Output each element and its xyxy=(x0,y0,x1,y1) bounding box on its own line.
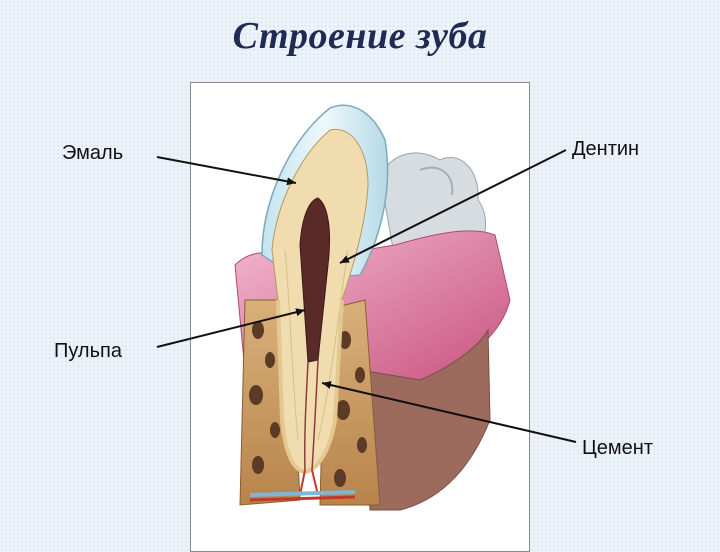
dentin-arrow xyxy=(339,149,567,264)
pulp-arrow xyxy=(156,308,306,348)
pulp-chamber xyxy=(299,197,331,363)
jaw-tissue xyxy=(359,328,491,511)
label-pulp: Пульпа xyxy=(54,340,122,362)
label-cement: Цемент xyxy=(582,437,653,459)
cement-arrow xyxy=(321,381,577,443)
label-dentin: Дентин xyxy=(572,138,640,160)
tooth-illustration xyxy=(156,104,577,511)
page-title: Строение зуба xyxy=(232,15,488,57)
enamel-arrow xyxy=(156,156,297,186)
label-enamel: Эмаль xyxy=(62,142,124,164)
blood-vessels xyxy=(249,469,356,502)
